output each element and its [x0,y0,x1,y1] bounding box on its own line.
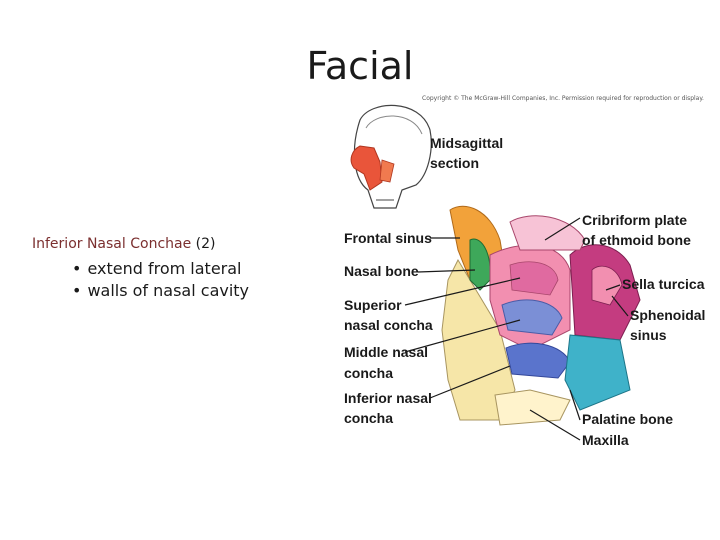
superior-concha-shape [509,261,559,296]
label-palatine-bone: Palatine bone [582,411,673,427]
label-sella-turcica: Sella turcica [622,276,705,292]
middle-concha-shape [501,299,563,336]
subheading-term: Inferior Nasal Conchae [32,236,192,252]
leader-lines [404,217,629,441]
bullet-list: • extend from lateral • walls of nasal cav… [32,258,332,302]
sphenoidal-sinus-shape [591,265,623,306]
bullet-item: • walls of nasal cavity [72,280,332,302]
skull-inset-icon [350,104,432,209]
label-cribriform-line2: of ethmoid bone [582,232,691,248]
slide-title: Facial [306,44,414,88]
subheading: Inferior Nasal Conchae (2) [32,236,332,252]
subheading-count: (2) [191,236,216,252]
nasal-bone-shape [469,238,491,291]
label-maxilla: Maxilla [582,432,629,448]
bullet-item: • extend from lateral [72,258,332,280]
inset-label-line1: Midsagittal [430,135,503,151]
label-middle-concha-line1: Middle nasal [344,344,428,360]
nasal-cavity-figure: Copyright © The McGraw-Hill Companies, I… [330,90,720,460]
label-middle-concha-line2: concha [344,365,393,381]
label-sphenoidal-line1: Sphenoidal [630,307,705,323]
bullet-text: extend from lateral [87,259,242,278]
inset-label-line2: section [430,155,479,171]
label-superior-concha-line2: nasal concha [344,317,433,333]
maxilla-shape [441,258,516,421]
label-superior-concha-line1: Superior [344,297,402,313]
nasal-cavity-diagram: Midsagittal section [344,104,705,448]
label-cribriform-line1: Cribriform plate [582,212,687,228]
label-nasal-bone: Nasal bone [344,263,419,279]
inferior-concha-shape [505,342,571,379]
body-text: Inferior Nasal Conchae (2) • extend from … [32,236,332,302]
palate-shape [494,389,571,426]
cross-section-illustration [441,205,641,426]
label-sphenoidal-line2: sinus [630,327,667,343]
bullet-text: walls of nasal cavity [87,281,250,300]
ethmoid-shape [489,244,571,351]
label-inferior-concha-line1: Inferior nasal [344,390,432,406]
bullet-marker: • [72,259,82,278]
copyright-notice: Copyright © The McGraw-Hill Companies, I… [422,95,704,102]
cribriform-shape [509,215,586,251]
label-inferior-concha-line2: concha [344,410,393,426]
label-frontal-sinus: Frontal sinus [344,230,432,246]
palatine-shape [564,334,631,411]
bullet-marker: • [72,281,82,300]
